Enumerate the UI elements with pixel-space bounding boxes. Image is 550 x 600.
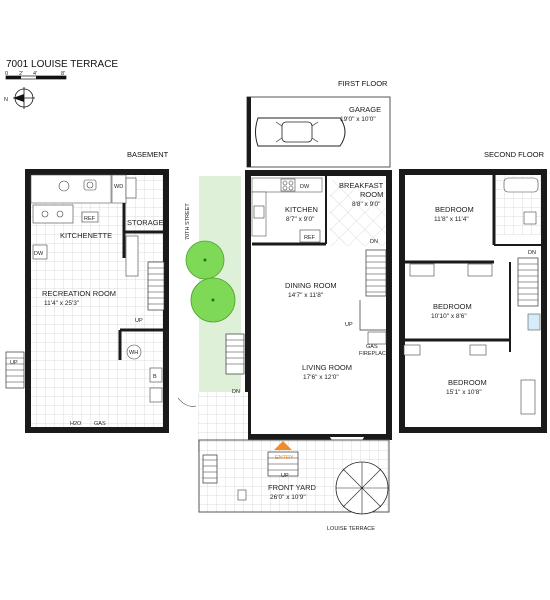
tree-icon-2: [190, 277, 236, 323]
entry-arrow-icon: [274, 441, 292, 450]
scale-bar: 0 2' 4' 8': [5, 71, 67, 80]
fireplace-label-2: FIREPLACE: [359, 351, 390, 357]
second-floor-plan: DN BEDROOM 11'8" x 11'4" BEDROOM 10'10" …: [399, 169, 547, 433]
front-yard-label: FRONT YARD: [268, 483, 317, 492]
kitchen-dim: 8'7" x 9'0": [286, 216, 315, 223]
compass-north-label: N: [4, 97, 8, 103]
exterior-up-label: UP: [10, 360, 18, 366]
floor-title-first: FIRST FLOOR: [338, 79, 388, 88]
wh-label: WH: [129, 350, 138, 356]
basement-plan: WD REF DW UP WH B H2O GAS UP KITCHE: [5, 169, 169, 433]
basement-up-label: UP: [135, 318, 143, 324]
garage-label: GARAGE: [349, 105, 381, 114]
living-room-label: LIVING ROOM: [302, 363, 352, 372]
basement-ref-label: REF: [84, 216, 96, 222]
scale-tick-2: 2': [19, 71, 23, 77]
entry-up-label: UP: [281, 473, 289, 479]
kitchen-label: KITCHEN: [285, 205, 318, 214]
scale-tick-4: 4': [33, 71, 37, 77]
entry-label: ENTRY: [275, 455, 294, 461]
basement-stair: [147, 261, 165, 311]
second-floor-dn-label: DN: [528, 250, 536, 256]
breakfast-room-label-2: ROOM: [360, 190, 383, 199]
storage-label: STORAGE: [127, 218, 164, 227]
first-floor-up-label: UP: [345, 322, 353, 328]
first-floor-stair: [359, 249, 387, 331]
compass-icon: N: [4, 87, 35, 109]
side-dn-label: DN: [232, 389, 240, 395]
gas-meter-label: GAS: [94, 421, 106, 427]
side-street-label: 70TH STREET: [185, 203, 191, 240]
tree-icon: [185, 240, 225, 280]
bedroom-1-label: BEDROOM: [435, 205, 474, 214]
umbrella-icon: [335, 461, 389, 515]
bedroom-2-label: BEDROOM: [433, 302, 472, 311]
first-floor-plan: GARAGE 19'0" x 10'0" 70TH STREET DW REF …: [177, 96, 392, 532]
kitchenette-label: KITCHENETTE: [60, 231, 112, 240]
h2o-label: H2O: [70, 421, 82, 427]
garage-dim: 19'0" x 10'0": [340, 116, 376, 123]
scale-tick-8: 8': [61, 71, 65, 77]
dining-room-dim: 14'7" x 11'8": [288, 292, 324, 299]
recreation-room-label: RECREATION ROOM: [42, 289, 116, 298]
dining-room-label: DINING ROOM: [285, 281, 337, 290]
recreation-room-dim: 11'4" x 25'3": [44, 300, 80, 307]
breakfast-room-label-1: BREAKFAST: [339, 181, 384, 190]
front-street-label: LOUISE TERRACE: [327, 526, 375, 532]
car-icon: [255, 117, 346, 147]
fireplace-label-1: GAS: [366, 344, 378, 350]
breakfast-room-dim: 8'8" x 9'0": [352, 201, 381, 208]
bedroom-1-dim: 11'8" x 11'4": [434, 216, 469, 223]
kitchen-dw-label: DW: [300, 184, 310, 190]
bedroom-3-dim: 15'1" x 10'8": [446, 389, 482, 396]
scale-tick-0: 0: [5, 71, 8, 77]
plan-title: 7001 LOUISE TERRACE: [6, 59, 118, 70]
basement-dw-label: DW: [34, 251, 44, 257]
front-yard-dim: 26'0" x 10'9": [270, 494, 306, 501]
bedroom-2-dim: 10'10" x 8'6": [431, 313, 467, 320]
bedroom-3-label: BEDROOM: [448, 378, 487, 387]
floor-title-second: SECOND FLOOR: [484, 150, 545, 159]
kitchen-ref-label: REF: [304, 235, 316, 241]
boiler-label: B: [153, 374, 157, 380]
wd-label: WD: [114, 184, 123, 190]
living-room-dim: 17'6" x 12'0": [303, 374, 339, 381]
floor-title-basement: BASEMENT: [127, 150, 169, 159]
first-floor-dn-label: DN: [370, 239, 378, 245]
